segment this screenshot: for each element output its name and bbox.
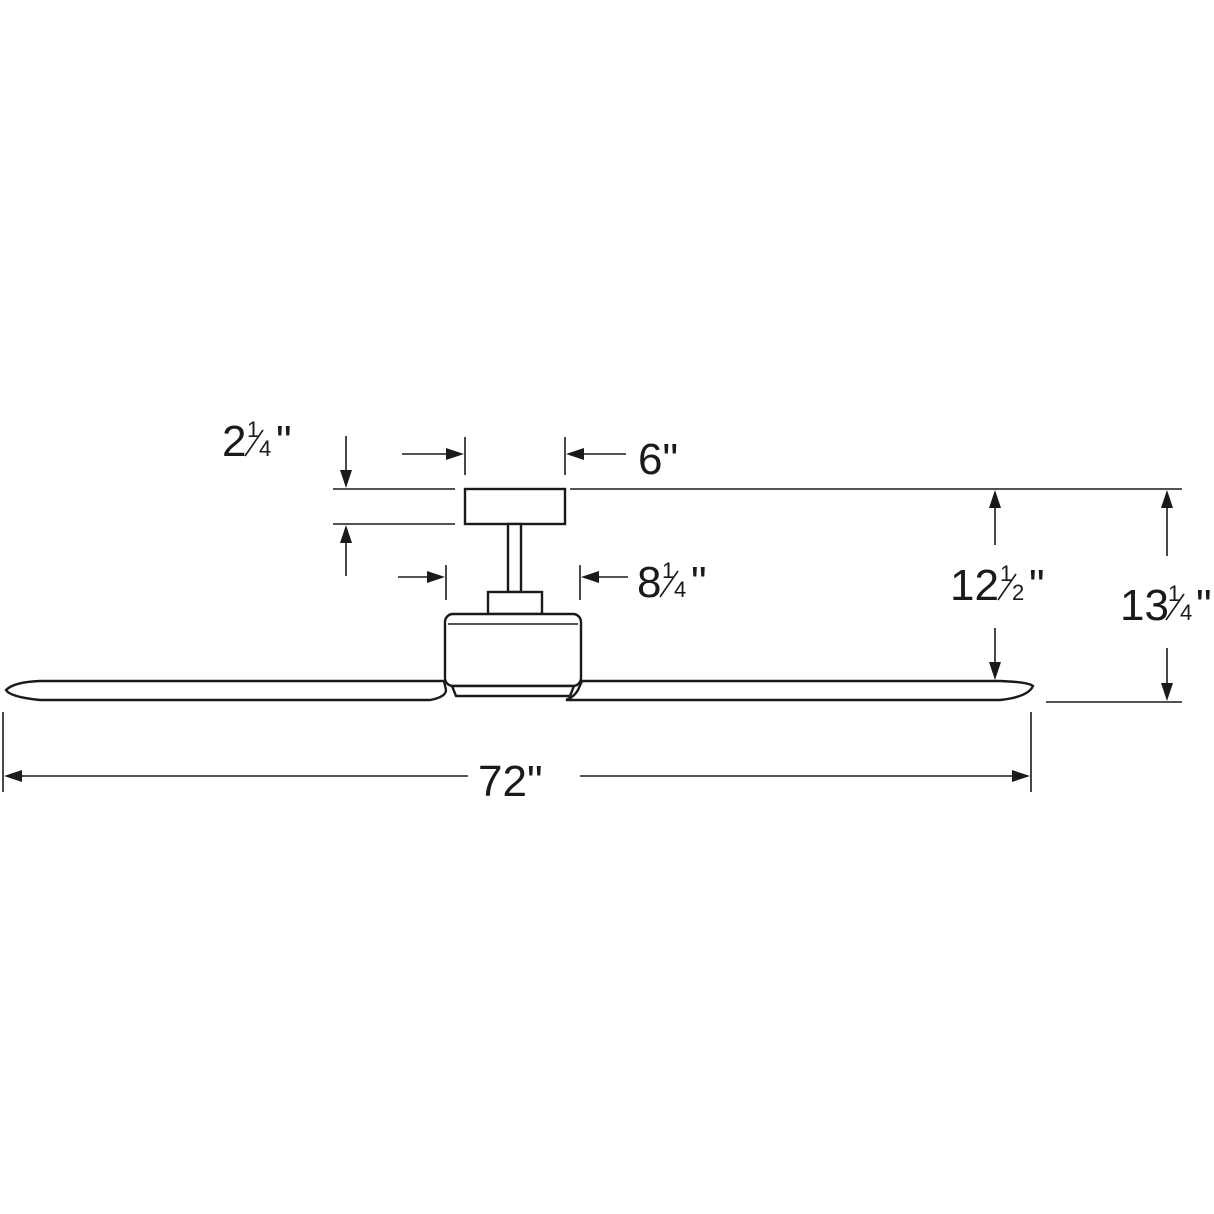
arrowhead — [1012, 770, 1030, 782]
arrowhead — [989, 490, 1001, 508]
coupler — [486, 590, 544, 616]
fraction-slash — [244, 429, 264, 457]
arrowhead — [340, 525, 352, 543]
dim-label-denominator: 4 — [674, 577, 686, 602]
downrod — [506, 522, 523, 594]
fraction-slash — [1165, 593, 1185, 621]
dim-label-denominator: 4 — [1180, 600, 1192, 625]
dim-label: 6" — [638, 435, 678, 484]
dim-label-whole: 12 — [950, 561, 999, 610]
dim-label-numerator: 1 — [662, 558, 674, 583]
canopy — [463, 487, 567, 526]
dim-label-whole: 13 — [1120, 581, 1169, 630]
dim-label-unit: " — [1029, 561, 1045, 610]
dim-label-unit: " — [691, 558, 707, 607]
arrowhead — [446, 448, 464, 460]
dim-label-denominator: 4 — [259, 436, 271, 461]
dim-label-whole: 2 — [222, 417, 246, 466]
arrowhead — [566, 448, 584, 460]
dim-label-numerator: 1 — [247, 417, 259, 442]
arrowhead — [989, 662, 1001, 680]
dim-label-numerator: 1 — [1168, 581, 1180, 606]
fan-outline — [4, 487, 1035, 702]
arrowhead — [427, 571, 445, 583]
dim-label-numerator: 1 — [1000, 561, 1012, 586]
dim-label-unit: " — [276, 417, 292, 466]
arrowhead — [1161, 683, 1173, 701]
dim-label-denominator: 2 — [1012, 580, 1024, 605]
arrowhead — [581, 571, 599, 583]
dim-height-to-blade: 12 1 2 " — [950, 490, 1045, 680]
right-blade — [565, 679, 1035, 702]
motor-bottom — [450, 684, 576, 698]
fraction-slash — [997, 573, 1017, 601]
left-blade — [4, 679, 448, 702]
dim-canopy-height: 2 1 4 " — [222, 417, 455, 576]
arrowhead — [1161, 490, 1173, 508]
dim-label-whole: 8 — [637, 558, 661, 607]
dim-span: 72" — [2, 712, 1032, 806]
fraction-slash — [659, 570, 679, 598]
dim-label: 72" — [478, 757, 543, 806]
dim-label-unit: " — [1196, 581, 1212, 630]
dim-overall-height: 13 1 4 " — [1046, 490, 1212, 703]
arrowhead — [4, 770, 22, 782]
arrowhead — [340, 470, 352, 488]
dim-canopy-width: 6" — [402, 435, 678, 484]
dim-motor-width: 8 1 4 " — [398, 558, 707, 607]
